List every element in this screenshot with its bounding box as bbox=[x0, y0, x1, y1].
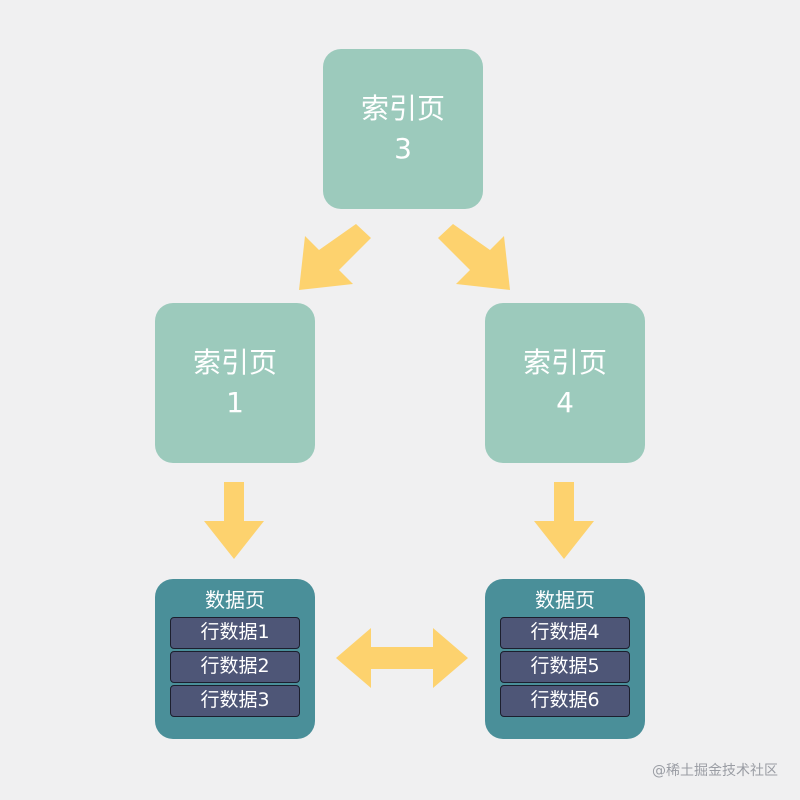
row-data-3: 行数据3 bbox=[170, 685, 300, 717]
index-page-4: 索引页 4 bbox=[485, 303, 645, 463]
index-page-4-label: 索引页 bbox=[522, 346, 607, 379]
arrow-index1-to-datapage-left bbox=[204, 482, 264, 559]
double-arrow-datapages bbox=[336, 628, 468, 688]
data-page-left-rows: 行数据1 行数据2 行数据3 bbox=[155, 617, 315, 719]
arrow-index4-to-datapage-right bbox=[534, 482, 594, 559]
row-data-4: 行数据4 bbox=[500, 617, 630, 649]
row-data-5: 行数据5 bbox=[500, 651, 630, 683]
index-page-1-label: 索引页 bbox=[192, 346, 277, 379]
row-data-1: 行数据1 bbox=[170, 617, 300, 649]
data-page-right-rows: 行数据4 行数据5 行数据6 bbox=[485, 617, 645, 719]
data-page-left-title: 数据页 bbox=[205, 588, 265, 612]
data-page-right-title: 数据页 bbox=[535, 588, 595, 612]
index-page-1-number: 1 bbox=[226, 386, 244, 419]
data-page-right: 数据页 行数据4 行数据5 行数据6 bbox=[485, 579, 645, 739]
index-page-1: 索引页 1 bbox=[155, 303, 315, 463]
index-page-3: 索引页 3 bbox=[323, 49, 483, 209]
data-page-left: 数据页 行数据1 行数据2 行数据3 bbox=[155, 579, 315, 739]
arrow-index3-to-index4 bbox=[438, 224, 510, 290]
index-page-3-number: 3 bbox=[394, 132, 412, 165]
index-page-3-label: 索引页 bbox=[360, 92, 445, 125]
index-page-4-number: 4 bbox=[556, 386, 574, 419]
row-data-6: 行数据6 bbox=[500, 685, 630, 717]
row-data-2: 行数据2 bbox=[170, 651, 300, 683]
watermark: @稀土掘金技术社区 bbox=[652, 763, 778, 779]
arrow-index3-to-index1 bbox=[299, 224, 371, 290]
